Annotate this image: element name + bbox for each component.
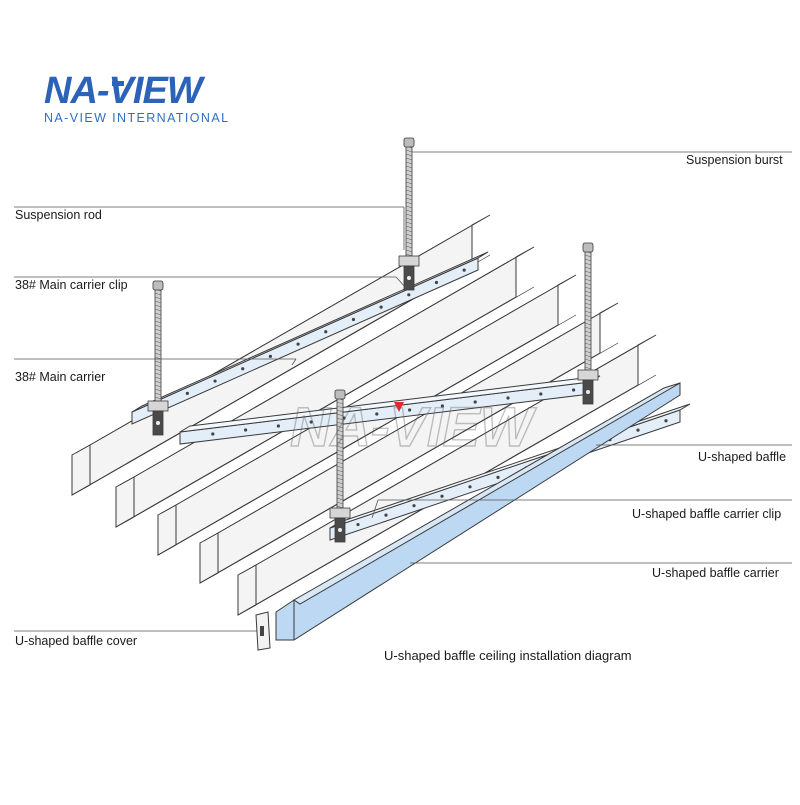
logo-dash	[112, 81, 124, 86]
u-baffle	[199, 302, 619, 584]
suspension-rod	[147, 280, 169, 436]
label-main-carrier: 38# Main carrier	[15, 370, 106, 384]
main-carrier-rail	[131, 251, 489, 425]
highlighted-u-baffle	[275, 382, 681, 641]
logo-wordmark: NA-VIEW	[44, 70, 206, 112]
suspension-rod	[329, 389, 351, 543]
leader-lines	[14, 151, 792, 632]
brand-logo: NA-VIEW	[44, 70, 207, 112]
label-u-baffle-carrier-clip: U-shaped baffle carrier clip	[632, 507, 782, 521]
suspension-rod	[577, 242, 599, 405]
label-suspension-rod: Suspension rod	[15, 208, 102, 222]
label-u-baffle-cover: U-shaped baffle cover	[15, 634, 138, 648]
watermark-accent	[394, 402, 404, 412]
label-u-baffle-carrier: U-shaped baffle carrier	[652, 566, 779, 580]
diagram-caption: U-shaped baffle ceiling installation dia…	[384, 648, 632, 663]
brand-subtitle: NA-VIEW INTERNATIONAL	[44, 111, 230, 125]
watermark-text: NA-VIEW	[290, 395, 537, 458]
watermark: NA-VIEW	[289, 394, 537, 458]
suspension-rods	[147, 137, 599, 543]
u-baffle	[115, 246, 535, 528]
suspension-rod	[398, 137, 420, 291]
label-suspension-burst: Suspension burst	[686, 153, 783, 167]
u-baffle-cover-part	[255, 611, 271, 651]
label-u-baffle: U-shaped baffle	[698, 450, 787, 464]
label-main-carrier-clip: 38# Main carrier clip	[15, 278, 128, 292]
